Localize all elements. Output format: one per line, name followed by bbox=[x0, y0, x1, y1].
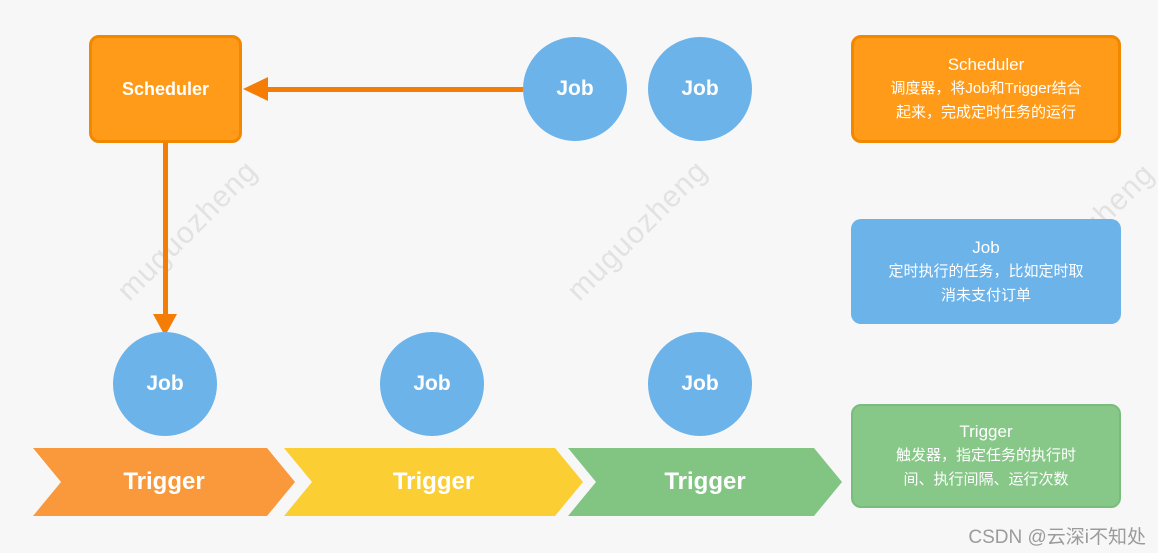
legend-trigger: Trigger 触发器，指定任务的执行时 间、执行间隔、运行次数 bbox=[851, 404, 1121, 508]
job-node-label: Job bbox=[146, 372, 184, 395]
legend-trigger-title: Trigger bbox=[959, 422, 1013, 441]
job-node-label: Job bbox=[681, 372, 719, 395]
legend-scheduler-title: Scheduler bbox=[947, 55, 1025, 74]
job-node-label: Job bbox=[556, 77, 594, 100]
trigger-chevron-1: Trigger bbox=[33, 448, 295, 516]
trigger-chevron-2: Trigger bbox=[284, 448, 583, 516]
watermark-text: muguozheng bbox=[110, 154, 264, 308]
job-node-bottom-2: Job bbox=[380, 332, 484, 436]
scheduler-node: Scheduler bbox=[89, 35, 242, 143]
job-node-bottom-1: Job bbox=[113, 332, 217, 436]
scheduler-node-label: Scheduler bbox=[121, 78, 210, 99]
trigger-chevron-label: Trigger bbox=[664, 468, 746, 495]
arrow-scheduler-to-job-line bbox=[163, 142, 168, 317]
legend-scheduler-desc-line1: 调度器，将Job和Trigger结合 bbox=[890, 80, 1082, 97]
legend-job-title: Job bbox=[972, 237, 1000, 257]
watermark-text: muguozheng bbox=[560, 154, 714, 308]
legend-job: Job 定时执行的任务，比如定时取 消未支付订单 bbox=[851, 219, 1121, 324]
legend-trigger-desc-line2: 间、执行间隔、运行次数 bbox=[903, 471, 1069, 488]
credit-watermark: CSDN @云深i不知处 bbox=[968, 527, 1146, 548]
legend-scheduler: Scheduler 调度器，将Job和Trigger结合 起来，完成定时任务的运… bbox=[851, 35, 1121, 143]
arrow-job-to-scheduler-line bbox=[262, 87, 523, 92]
legend-trigger-desc-line1: 触发器，指定任务的执行时 bbox=[895, 447, 1076, 464]
legend-job-desc-line1: 定时执行的任务，比如定时取 bbox=[888, 262, 1084, 280]
job-node-top-2: Job bbox=[648, 37, 752, 141]
legend-scheduler-desc-line2: 起来，完成定时任务的运行 bbox=[895, 104, 1076, 121]
trigger-chevron-label: Trigger bbox=[123, 468, 205, 495]
job-node-label: Job bbox=[681, 77, 719, 100]
job-node-label: Job bbox=[413, 372, 451, 395]
legend-job-desc-line2: 消未支付订单 bbox=[940, 286, 1031, 304]
trigger-chevron-3: Trigger bbox=[568, 448, 842, 516]
job-node-bottom-3: Job bbox=[648, 332, 752, 436]
job-node-top-1: Job bbox=[523, 37, 627, 141]
arrow-left-icon bbox=[243, 77, 268, 101]
arrow-down-icon bbox=[153, 314, 177, 336]
trigger-chevron-label: Trigger bbox=[392, 468, 475, 495]
